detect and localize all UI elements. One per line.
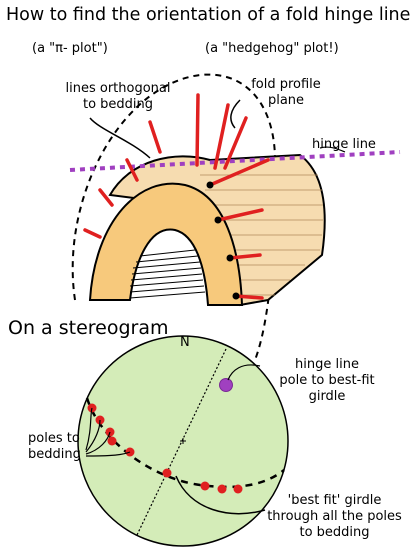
leader-poles-1 — [85, 407, 93, 451]
best-fit-girdle — [85, 397, 285, 489]
arch-inner-layers — [129, 249, 206, 299]
leader-girdle — [175, 475, 266, 515]
leader-poles-2 — [85, 419, 101, 453]
hedgehog-dots — [206, 181, 240, 300]
pi-plot-label: (a "π- plot") — [32, 41, 108, 56]
center-cross — [180, 438, 186, 444]
hinge-pole-point — [219, 378, 233, 392]
fold-end-face — [88, 182, 244, 306]
poles-to-bedding-label-1: poles to — [28, 431, 80, 446]
leader-hinge-pole — [227, 364, 261, 381]
hinge-pole-label-1: hinge line — [295, 357, 359, 372]
stereonet-poles — [87, 403, 243, 494]
north-label: N — [180, 335, 190, 350]
hinge-line-label: hinge line — [312, 137, 376, 152]
hinge-pole-label-3: girdle — [308, 389, 346, 404]
girdle-label-1: 'best fit' girdle — [287, 493, 382, 508]
leader-lines-orth — [89, 117, 151, 159]
girdle-label-3: to bedding — [299, 525, 370, 540]
hedgehog-label: (a "hedgehog" plot!) — [205, 41, 339, 56]
leader-poles-4 — [85, 451, 131, 457]
fold-profile-label-1: fold profile — [251, 77, 321, 92]
orthogonal-lines — [83, 93, 248, 239]
leader-fold-profile — [230, 99, 241, 129]
hedgehog-poles — [208, 158, 270, 300]
leader-hinge — [319, 146, 346, 153]
leader-poles-3 — [85, 431, 111, 455]
lines-orthogonal-label-2: to bedding — [82, 97, 154, 112]
diagram-title: How to find the orientation of a fold hi… — [6, 5, 411, 25]
stereogram-heading: On a stereogram — [8, 317, 169, 339]
girdle-label-2: through all the poles — [267, 509, 402, 524]
fold-profile-label-2: plane — [267, 93, 305, 108]
lines-orthogonal-label-1: lines orthogonal — [65, 81, 171, 96]
poles-to-bedding-label-2: bedding — [28, 447, 81, 462]
hinge-pole-label-2: pole to best-fit — [279, 373, 375, 388]
